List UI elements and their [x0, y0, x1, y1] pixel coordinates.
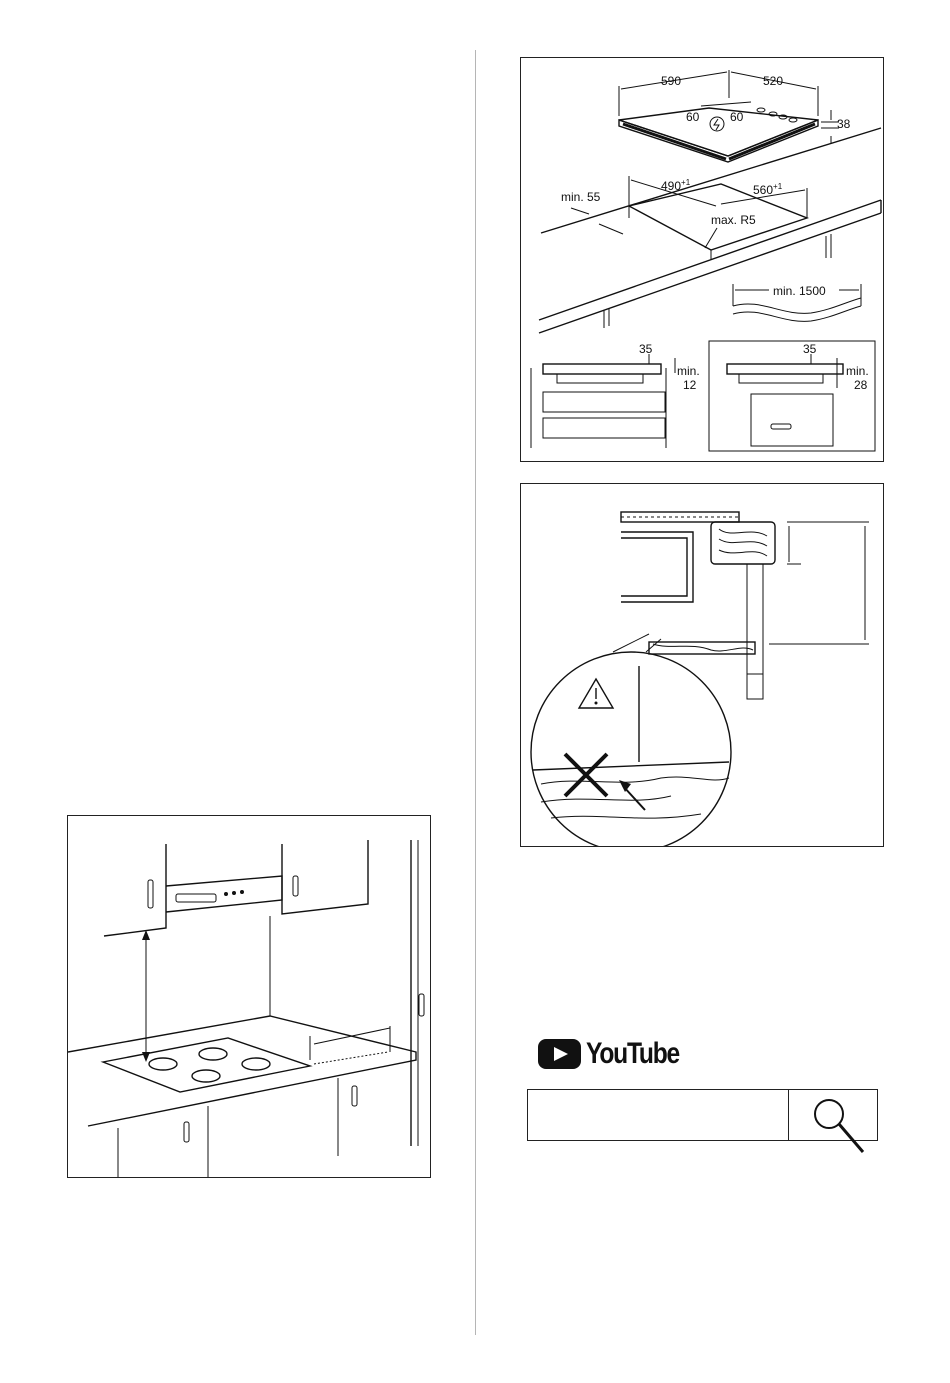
hob-outline: [103, 1038, 310, 1092]
svg-text:35: 35: [803, 342, 817, 356]
right-detail: 35 min. 28: [709, 341, 875, 451]
svg-text:12: 12: [683, 378, 697, 392]
worktop-section-warning-diagram: [520, 483, 884, 847]
dim-width: 590: [661, 74, 681, 88]
dim-left-pin: 60: [686, 110, 700, 124]
svg-text:35: 35: [639, 342, 653, 356]
worktop-block: [711, 522, 775, 564]
dim-min-front: min. 55: [561, 190, 601, 204]
worktop: [68, 1016, 416, 1126]
youtube-play-icon: [538, 1039, 581, 1069]
installation-dimensions-diagram: 590 520 60 60 38 490+1 560+1 max. R5 min…: [520, 57, 884, 462]
youtube-search-box: [527, 1089, 878, 1141]
dim-radius: max. R5: [711, 213, 756, 227]
search-input[interactable]: [528, 1090, 788, 1140]
cross-icon: [565, 754, 607, 796]
svg-text:min.: min.: [677, 364, 700, 378]
search-icon: [789, 1090, 877, 1160]
dim-cable: min. 1500: [773, 284, 826, 298]
dim-cutout-width: 490+1: [661, 178, 691, 193]
dimensions-drawing: 590 520 60 60 38 490+1 560+1 max. R5 min…: [521, 58, 884, 462]
svg-text:28: 28: [854, 378, 868, 392]
youtube-logo[interactable]: YouTube: [538, 1037, 699, 1071]
dim-height: 38: [837, 117, 851, 131]
dim-right-pin: 60: [730, 110, 744, 124]
left-detail: 35 min. 12: [531, 342, 700, 448]
column-divider: [475, 50, 476, 1335]
kitchen-clearance-diagram: [67, 815, 431, 1178]
svg-text:min.: min.: [846, 364, 869, 378]
dim-depth: 520: [763, 74, 783, 88]
youtube-wordmark: YouTube: [586, 1037, 679, 1071]
search-button[interactable]: [788, 1090, 877, 1140]
